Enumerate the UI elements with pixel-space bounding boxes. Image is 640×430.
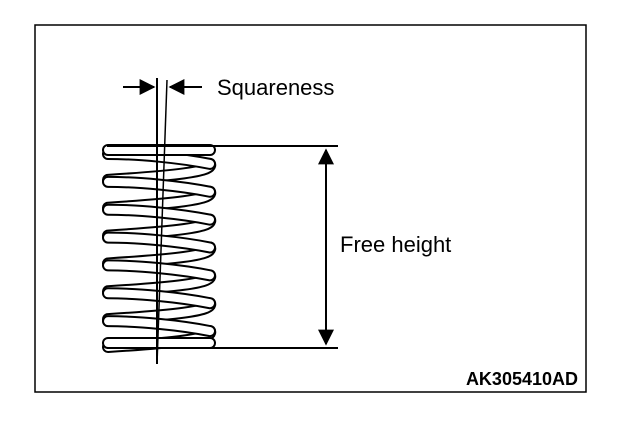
squareness-label: Squareness bbox=[217, 75, 334, 100]
coil-spring bbox=[102, 144, 217, 353]
coil-front-5-fill bbox=[104, 261, 214, 280]
figure-frame bbox=[34, 24, 587, 393]
coil-front-2-fill bbox=[104, 177, 214, 196]
coil-front-3-fill bbox=[104, 205, 214, 224]
free-height-label: Free height bbox=[340, 232, 451, 257]
figure-code-label: AK305410AD bbox=[466, 369, 578, 389]
coil-front-4-fill bbox=[104, 233, 214, 252]
tilted-spring-axis bbox=[156, 79, 168, 365]
